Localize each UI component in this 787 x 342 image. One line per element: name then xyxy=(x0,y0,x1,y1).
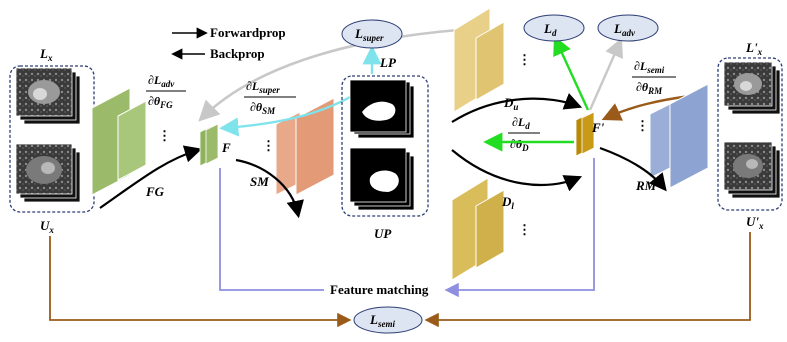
up-label: UP xyxy=(374,226,392,241)
adv-backprop-arrow xyxy=(198,28,459,122)
du-blocks: ⋮ Du xyxy=(453,7,531,113)
sm-label: SM xyxy=(250,174,269,189)
legend-forward-label: Forwardprop xyxy=(210,25,286,40)
f-prime-block: F' xyxy=(575,111,605,157)
lp-label: LP xyxy=(379,55,397,70)
fg-forward-arrow xyxy=(99,145,203,209)
loss-d: Ld xyxy=(523,14,585,42)
rm-ellipsis: ⋮ xyxy=(636,118,649,133)
sm-forward-arrow xyxy=(235,158,304,219)
dl-label: Dl xyxy=(501,194,514,211)
semi-backprop-arrow xyxy=(601,94,691,121)
sm-ellipsis: ⋮ xyxy=(262,138,275,153)
left-input-panel: Lx Ux xyxy=(9,46,95,235)
sm-blocks: ⋮ SM xyxy=(250,97,335,196)
svg-text:Lsuper: Lsuper xyxy=(354,26,384,43)
rm-blocks: ⋮ RM xyxy=(635,83,709,193)
up-panel: UP xyxy=(341,75,429,241)
dl-blocks: ⋮ Dl xyxy=(451,177,531,281)
mask-stack-bottom xyxy=(349,147,415,211)
fg-label: FG xyxy=(145,184,165,199)
grad-adv-fg-numerator: ∂Ladv xyxy=(148,73,175,89)
mask-stack-top xyxy=(349,79,415,139)
fg-blocks: ⋮ FG xyxy=(91,87,171,199)
recon-unlabeled-stack xyxy=(723,141,781,199)
unlabeled-ct-stack xyxy=(15,143,81,203)
svg-text:∂Ld: ∂Ld xyxy=(512,115,530,131)
feature-matching-label: Feature matching xyxy=(330,282,429,297)
du-label: Du xyxy=(503,95,518,112)
fg-ellipsis: ⋮ xyxy=(158,128,171,143)
output-labeled-label: L'x xyxy=(745,40,763,57)
svg-text:∂θRM: ∂θRM xyxy=(636,80,663,96)
super-backprop-arrow xyxy=(219,94,353,137)
svg-text:∂Lsuper: ∂Lsuper xyxy=(246,79,280,95)
output-unlabeled-label: U'x xyxy=(746,214,764,231)
svg-text:Ld: Ld xyxy=(543,21,557,38)
input-labeled-label: Lx xyxy=(39,46,53,63)
grad-adv-fg: ∂Ladv ∂θFG xyxy=(146,73,186,110)
dl-ellipsis: ⋮ xyxy=(518,222,531,237)
svg-text:∂θSM: ∂θSM xyxy=(250,100,276,116)
loss-semi-label: Lsemi xyxy=(369,312,395,329)
loss-super: Lsuper xyxy=(341,19,403,49)
labeled-ct-stack xyxy=(15,67,81,125)
loss-semi xyxy=(353,306,423,334)
semi-loss-connector: Lsemi xyxy=(49,232,751,334)
du-ellipsis: ⋮ xyxy=(518,52,531,67)
grad-super-sm: ∂Lsuper ∂θSM xyxy=(244,79,296,116)
sm-layer-2 xyxy=(295,97,335,196)
svg-text:Ladv: Ladv xyxy=(613,21,636,38)
f-prime-label: F' xyxy=(591,120,605,135)
dl-forward-arrow xyxy=(451,149,583,192)
svg-text:∂θD: ∂θD xyxy=(510,137,529,153)
grad-adv-fg-denominator: ∂θFG xyxy=(148,94,173,110)
grad-d: ∂Ld ∂θD xyxy=(508,115,540,153)
right-output-panel: L'x U'x xyxy=(717,40,783,231)
rm-label: RM xyxy=(635,178,657,193)
fg-layer-2 xyxy=(117,100,147,181)
ld-arrow xyxy=(553,35,590,111)
grad-semi-rm: ∂Lsemi ∂θRM xyxy=(632,59,676,96)
recon-labeled-stack xyxy=(723,61,781,115)
rm-forward-arrow xyxy=(599,146,667,192)
loss-adv: Ladv xyxy=(597,14,659,42)
legend: Forwardprop Backprop xyxy=(171,25,286,61)
f-label: F xyxy=(221,140,231,155)
du-forward-arrow xyxy=(451,93,583,123)
feature-matching-connector: Feature matching xyxy=(219,158,595,298)
ladv-arrow xyxy=(588,37,623,111)
f-block: F xyxy=(199,123,231,167)
legend-backward-label: Backprop xyxy=(210,46,265,61)
svg-text:∂Lsemi: ∂Lsemi xyxy=(634,59,665,75)
input-unlabeled-label: Ux xyxy=(40,218,54,235)
